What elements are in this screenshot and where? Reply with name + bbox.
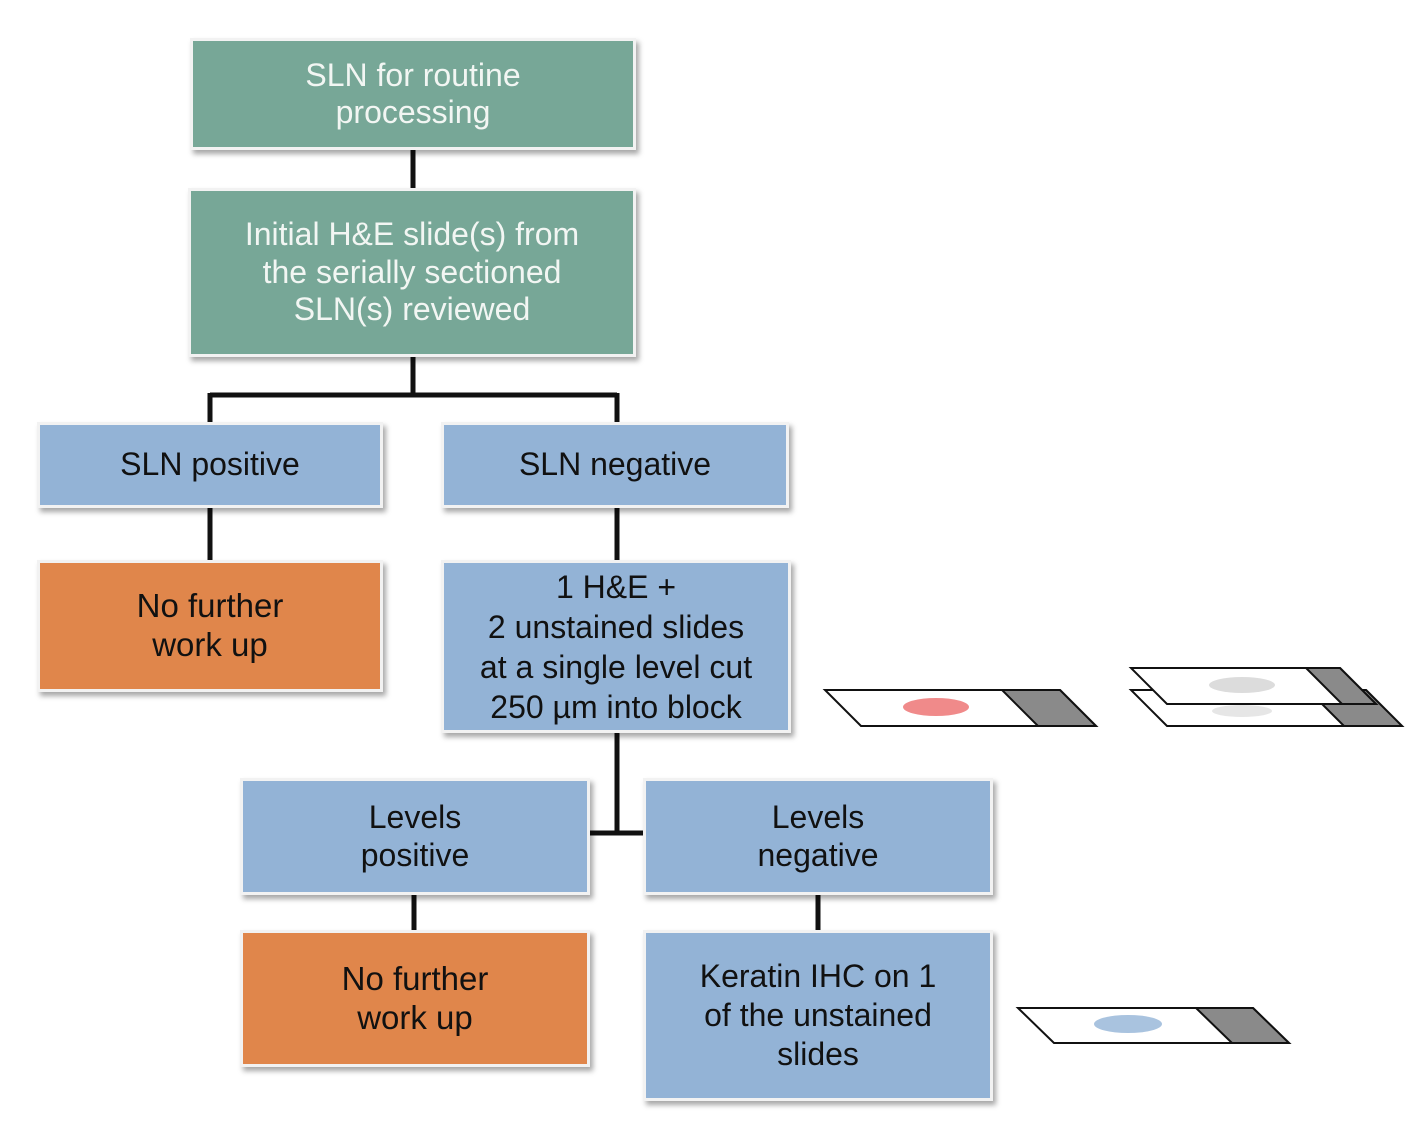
node-level-cut-slides: 1 H&E + 2 unstained slides at a single l… [441,560,791,733]
node-label: Levels negative [757,799,879,873]
ihc-slide-icon [1015,1007,1292,1044]
node-sln-routine-processing: SLN for routine processing [190,38,636,150]
he-slide-icon [822,689,1099,727]
node-no-further-workup-1: No further work up [37,560,383,692]
node-sln-positive: SLN positive [37,422,383,508]
node-label: SLN positive [120,446,300,483]
node-label: SLN for routine processing [305,56,521,130]
node-levels-negative: Levels negative [643,778,993,895]
node-no-further-workup-2: No further work up [240,930,590,1067]
node-levels-positive: Levels positive [240,778,590,895]
node-label: Levels positive [360,799,470,873]
node-label: No further work up [341,959,489,1036]
node-keratin-ihc: Keratin IHC on 1 of the unstained slides [643,930,993,1101]
node-label: 1 H&E + 2 unstained slides at a single l… [479,568,753,725]
node-label: Keratin IHC on 1 of the unstained slides [699,957,937,1073]
node-initial-he-review: Initial H&E slide(s) from the serially s… [188,188,636,357]
unstained-slide-pair-icon [1128,667,1405,727]
node-sln-negative: SLN negative [441,422,789,508]
node-label: Initial H&E slide(s) from the serially s… [244,216,580,328]
node-label: No further work up [136,587,284,663]
node-label: SLN negative [518,446,712,483]
